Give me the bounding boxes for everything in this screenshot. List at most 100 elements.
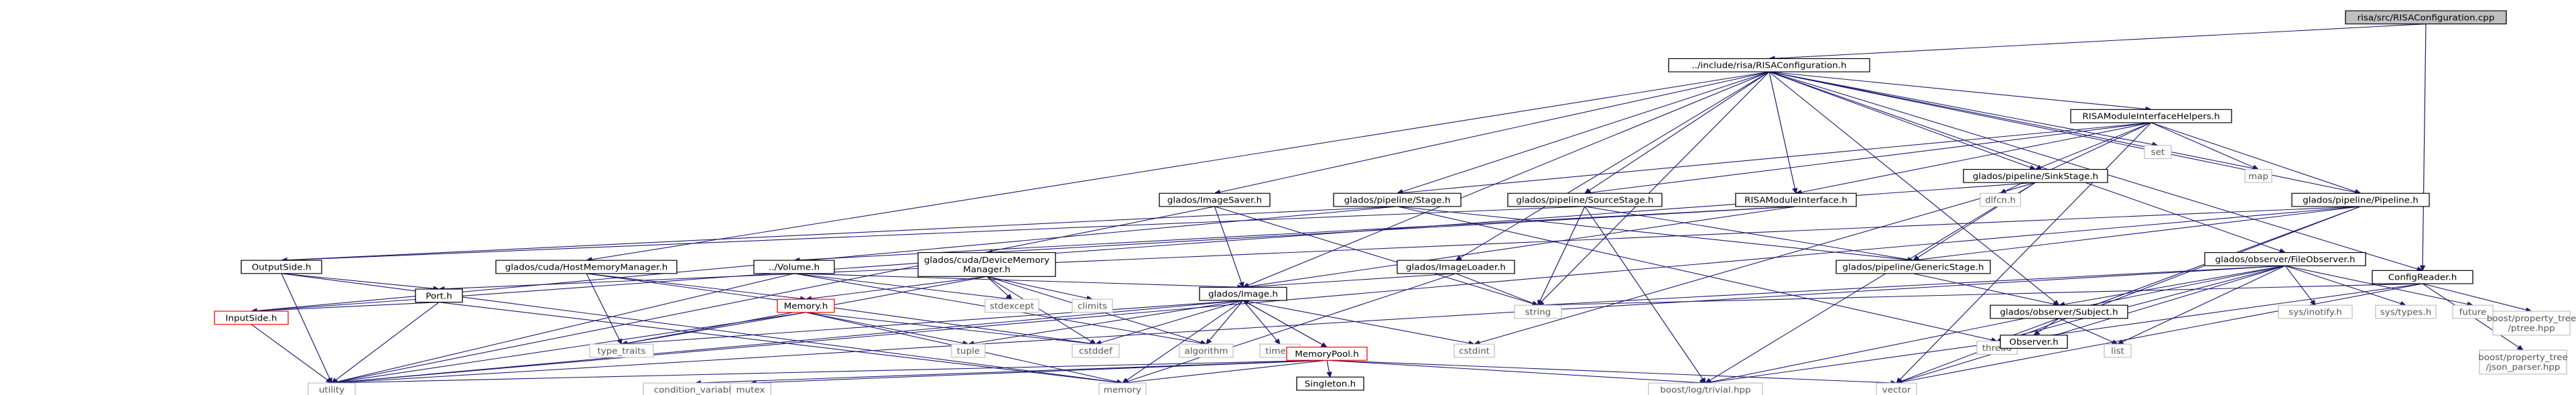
node-label: glados/cuda/DeviceMemory: [924, 256, 1050, 265]
node-config-reader[interactable]: ConfigReader.h: [2372, 270, 2473, 284]
dependency-edge: [586, 273, 623, 345]
dependency-edge: [1121, 273, 1456, 384]
node-label: set: [2151, 148, 2165, 158]
node-label: Memory.h: [784, 302, 828, 311]
node-map: map: [2244, 168, 2272, 183]
dependency-edge: [280, 206, 1398, 263]
node-label: tuple: [957, 347, 980, 356]
dependency-edge: [1456, 273, 1539, 306]
dependency-edge: [251, 324, 332, 384]
node-list: list: [2104, 343, 2132, 358]
node-label: glados/observer/Subject.h: [2000, 308, 2118, 317]
node-cstddef: cstddef: [1072, 343, 1120, 358]
node-algorithm: algorithm: [1179, 343, 1234, 358]
node-label: boost/log/trivial.hpp: [1660, 386, 1750, 395]
node-dlfcn: dlfcn.h: [1980, 192, 2021, 207]
node-pipeline[interactable]: glados/pipeline/Pipeline.h: [2291, 192, 2430, 207]
dependency-edge: [1326, 359, 1898, 386]
dependency-edge: [1537, 71, 1770, 306]
node-label: MemoryPool.h: [1295, 350, 1359, 359]
dependency-edge: [1768, 71, 1798, 194]
dependency-edge: [1242, 206, 1797, 289]
dependency-edge: [1242, 71, 1770, 288]
node-volume[interactable]: ../Volume.h: [753, 260, 835, 274]
node-label: /json_parser.hpp: [2486, 363, 2561, 372]
node-label: glados/Image.h: [1208, 290, 1278, 299]
dependency-edge: [621, 300, 1244, 347]
node-label: Observer.h: [2009, 338, 2058, 347]
dependency-edge: [331, 302, 440, 384]
dependency-edge: [1242, 300, 1281, 345]
node-stage[interactable]: glados/pipeline/Stage.h: [1333, 192, 1462, 207]
dependency-edge: [621, 312, 806, 346]
dependency-edge: [2116, 265, 2286, 345]
node-label: glados/observer/FileObserver.h: [2215, 256, 2355, 265]
node-label: stdexcept: [990, 302, 1034, 311]
dependency-edge: [1242, 273, 1456, 290]
dependency-edge: [1397, 206, 1998, 343]
node-label: dlfcn.h: [1985, 196, 2016, 205]
node-label: sys/inotify.h: [2289, 308, 2342, 317]
node-observer[interactable]: Observer.h: [2000, 335, 2068, 349]
node-label: glados/cuda/HostMemoryManager.h: [505, 263, 668, 272]
node-outputside[interactable]: OutputSide.h: [241, 260, 322, 274]
node-tuple: tuple: [951, 343, 986, 358]
node-cfg-h[interactable]: ../include/risa/RISAConfiguration.h: [1668, 58, 1870, 72]
node-label: risa/src/RISAConfiguration.cpp: [2358, 13, 2495, 23]
node-systypes: sys/types.h: [2375, 304, 2437, 319]
node-inotify: sys/inotify.h: [2278, 304, 2353, 319]
node-mutex: mutex: [730, 382, 771, 395]
node-root[interactable]: risa/src/RISAConfiguration.cpp: [2345, 10, 2507, 25]
dependency-edge: [986, 276, 1094, 301]
node-hostmem[interactable]: glados/cuda/HostMemoryManager.h: [495, 260, 678, 274]
node-label: memory: [1104, 386, 1142, 395]
node-label: future: [2459, 308, 2487, 317]
node-image[interactable]: glados/Image.h: [1199, 286, 1287, 301]
node-label: vector: [1882, 386, 1912, 395]
node-memory-h[interactable]: Memory.h: [777, 298, 835, 313]
node-modif[interactable]: RISAModuleInterface.h: [1735, 192, 1857, 207]
node-sinkstage[interactable]: glados/pipeline/SinkStage.h: [1963, 168, 2108, 183]
dependency-edge: [2033, 318, 2059, 336]
node-label: ConfigReader.h: [2388, 273, 2457, 282]
node-mempool[interactable]: MemoryPool.h: [1286, 347, 1368, 361]
node-singleton[interactable]: Singleton.h: [1296, 376, 1364, 391]
dependency-edge: [1584, 71, 1770, 194]
node-imageloader[interactable]: glados/ImageLoader.h: [1397, 260, 1515, 274]
node-fileobserver[interactable]: glados/observer/FileObserver.h: [2204, 252, 2366, 266]
node-label: algorithm: [1184, 347, 1228, 356]
dependency-edge: [1214, 206, 1244, 288]
node-stdexcept: stdexcept: [984, 298, 1039, 313]
node-condvar: condition_variable: [643, 382, 748, 395]
node-label: glados/ImageSaver.h: [1167, 196, 1262, 205]
node-imagesaver[interactable]: glados/ImageSaver.h: [1159, 192, 1271, 207]
node-vector: vector: [1876, 382, 1917, 395]
node-cstdint: cstdint: [1454, 343, 1495, 358]
node-ptree: boost/property_tree/ptree.hpp: [2487, 311, 2576, 336]
node-label: string: [1525, 308, 1551, 317]
node-port[interactable]: Port.h: [415, 288, 463, 303]
node-sourcestage[interactable]: glados/pipeline/SourceStage.h: [1507, 192, 1663, 207]
nodes-layer: risa/src/RISAConfiguration.cpp ../include…: [214, 10, 2576, 395]
dependency-edge: [1396, 71, 1770, 194]
dependency-edge: [1795, 122, 2152, 195]
node-label: condition_variable: [654, 386, 737, 395]
node-helpers[interactable]: RISAModuleInterfaceHelpers.h: [2070, 109, 2232, 123]
dependency-edge: [1996, 206, 2361, 342]
node-label: boost/property_tree: [2478, 353, 2568, 363]
dependency-edge: [1768, 23, 2427, 61]
node-label: OutputSide.h: [252, 263, 312, 272]
node-inputside[interactable]: InputSide.h: [214, 311, 289, 325]
dependency-edge: [585, 71, 1770, 262]
dependency-edge: [1584, 122, 2152, 195]
node-label: Singleton.h: [1305, 380, 1356, 389]
dependency-edge: [2150, 122, 2362, 194]
node-subject[interactable]: glados/observer/Subject.h: [1990, 304, 2128, 319]
dependency-edge: [1913, 273, 2060, 307]
dependency-edge: [986, 276, 1013, 300]
node-genericstage[interactable]: glados/pipeline/GenericStage.h: [1836, 260, 1991, 274]
node-climits: climits: [1072, 298, 1113, 313]
dependency-edge: [330, 273, 795, 384]
